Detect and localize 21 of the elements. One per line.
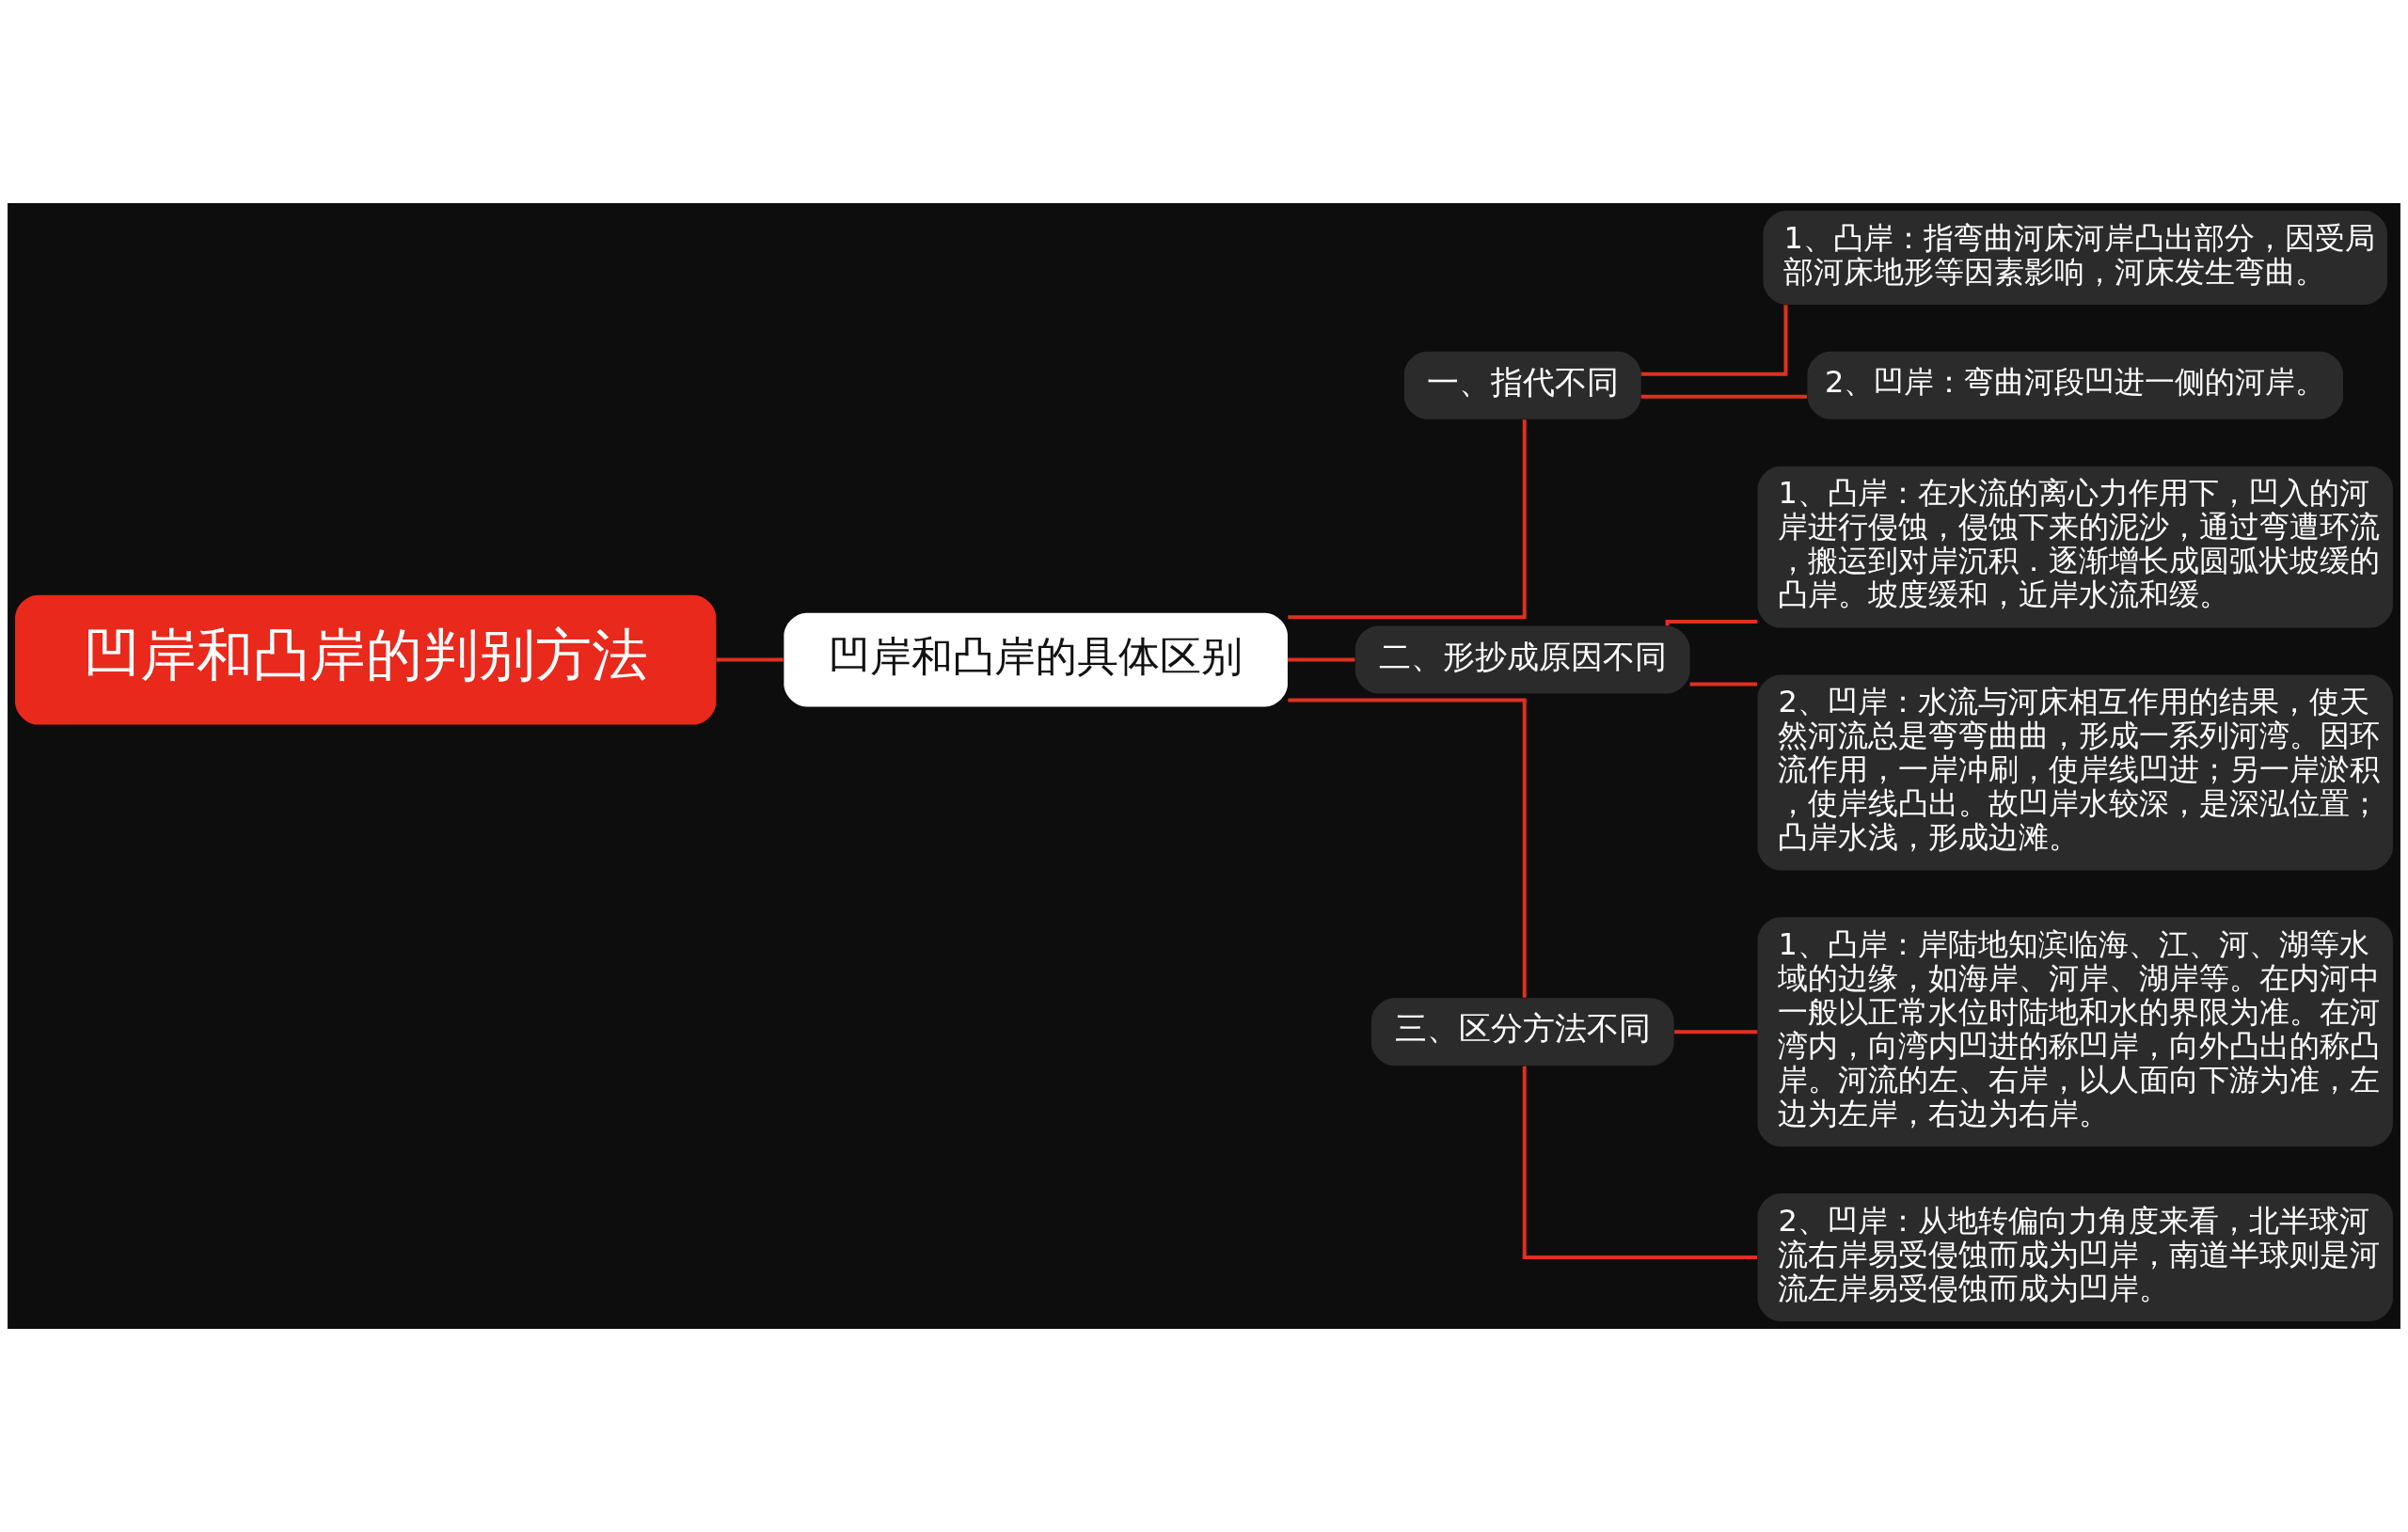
connector <box>1640 305 1788 376</box>
node-box: 1、凸岸：在水流的离心力作用下，凹入的河岸进行侵蚀，侵蚀下来的泥沙，通过弯遭环流，搬运到对岸沉积．逐渐增长成圆弧状坡缓的凸岸。坡度缓和，近岸水流和缓。 <box>1757 466 2393 628</box>
node-box: 二、形抄成原因不同 <box>1354 625 1690 694</box>
node-box: 2、凹岸：弯曲河段凹进一侧的河岸。 <box>1807 351 2343 419</box>
connector <box>1640 394 1808 399</box>
node-box: 1、凸岸：岸陆地知滨临海、江、河、湖等水域的边缘，如海岸、河岸、湖岸等。在内河中一般以正常水位时陆地和水的界限为准。在河湾内，向湾内凹进的称凹岸，向外凸出的称凸岸。河流的左、右岸，以人面向下游为准，左边为左岸，右边为右岸。 <box>1757 917 2393 1147</box>
node-box: 2、凹岸：水流与河床相互作用的结果，使天然河流总是弯弯曲曲，形成一系列河湾。因环流作用，一岸冲刷，使岸线凹进；另一岸淤积，使岸线凸出。故凹岸水较深，是深泓位置；凸岸水浅，形成边滩。 <box>1757 674 2393 871</box>
node-box: 三、区分方法不同 <box>1370 998 1674 1066</box>
node-box: 1、凸岸：指弯曲河床河岸凸出部分，因受局部河床地形等因素影响，河床发生弯曲。 <box>1763 211 2387 305</box>
connector <box>1665 619 1758 626</box>
connector <box>1288 657 1355 662</box>
connector <box>1288 419 1527 620</box>
node-box: 2、凹岸：从地转偏向力角度来看，北半球河流右岸易受侵蚀而成为凹岸，南道半球则是河流左岸易受侵蚀而成为凹岸。 <box>1757 1193 2393 1321</box>
node-box: 一、指代不同 <box>1403 351 1641 419</box>
node-box: 凹岸和凸岸的具体区别 <box>784 612 1288 707</box>
connector <box>1674 1030 1758 1034</box>
connector <box>716 657 784 662</box>
connector <box>1288 698 1527 998</box>
connector <box>1689 682 1758 687</box>
connector <box>1522 1066 1758 1260</box>
node-box: 凹岸和凸岸的判别方法 <box>15 594 717 725</box>
